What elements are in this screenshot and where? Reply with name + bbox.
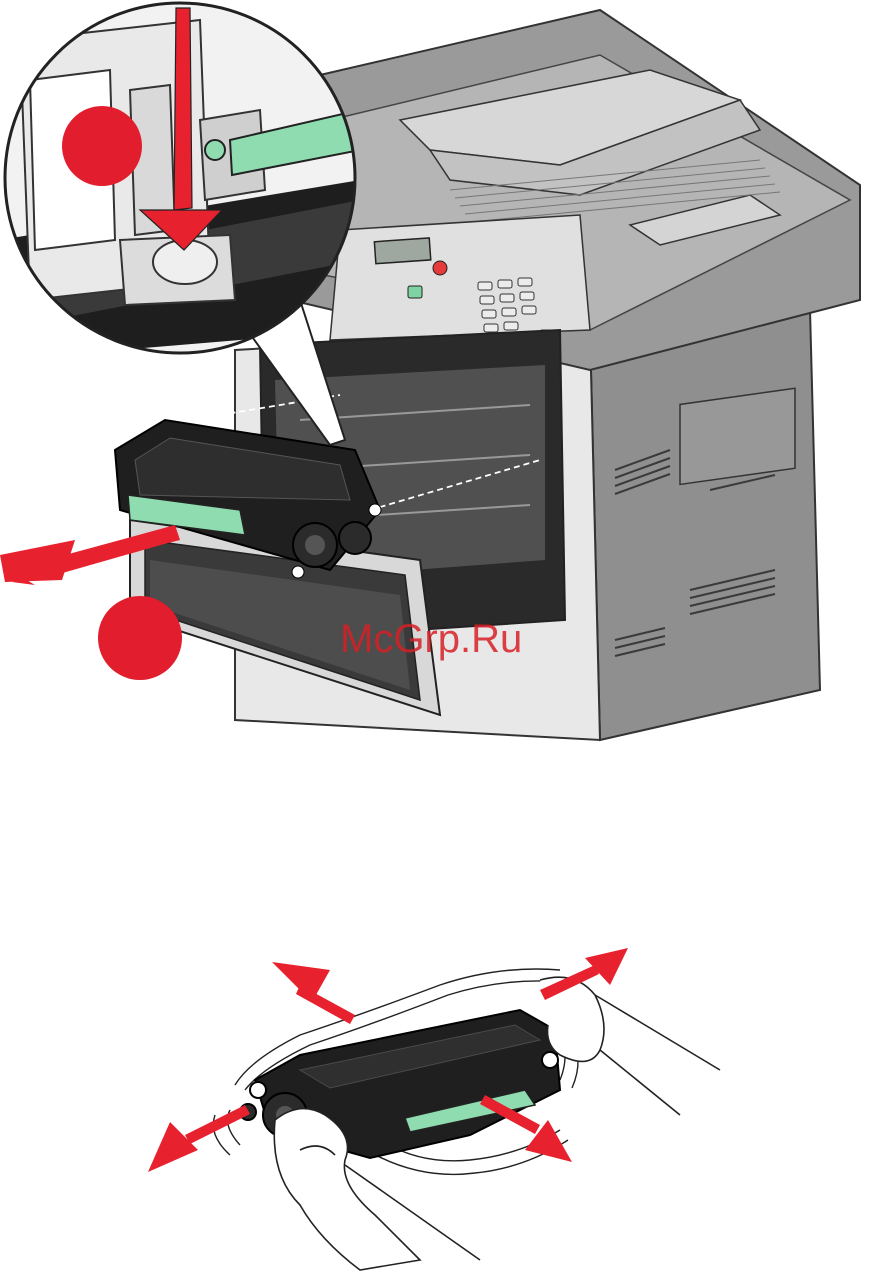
figure-remove-cartridge: McGrp.Ru (0, 0, 869, 760)
shake-arrow-icon (272, 962, 355, 1024)
shake-illustration (0, 940, 869, 1277)
step-marker-1 (62, 106, 142, 186)
figure-shake-cartridge (0, 940, 869, 1277)
watermark: McGrp.Ru (340, 617, 522, 661)
step-marker-2 (98, 596, 182, 680)
printer-illustration: McGrp.Ru (0, 0, 869, 760)
magnifier-callout (0, 0, 360, 360)
